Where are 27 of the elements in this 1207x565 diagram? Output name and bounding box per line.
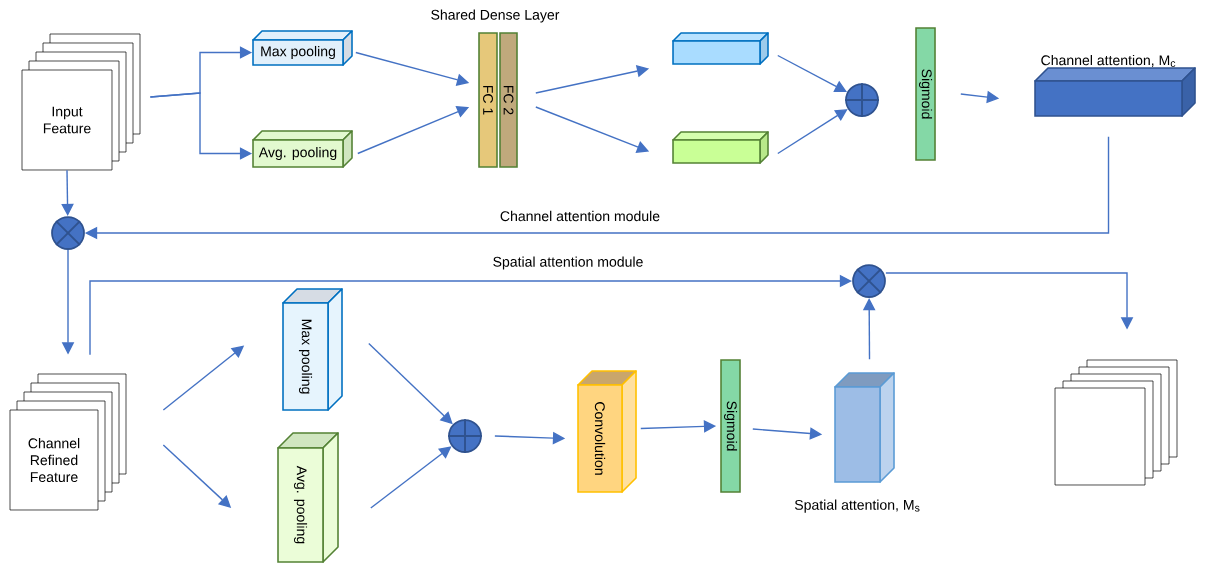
layer-bar: Sigmoid xyxy=(720,359,741,493)
cuboid-block xyxy=(672,32,769,65)
layer-bar: FC 2 xyxy=(499,32,518,168)
addition-symbol xyxy=(844,82,880,118)
node-label: Spatial attention, M$_{s}$ xyxy=(794,499,920,513)
arrow xyxy=(370,446,452,509)
cuboid-block: Avg. pooling xyxy=(252,130,353,168)
feature-map-stack: Input Feature xyxy=(21,33,141,171)
cuboid-block: Max pooling xyxy=(282,288,343,411)
layer-bar: Sigmoid xyxy=(915,27,936,161)
feature-map-stack: Channel Refined Feature xyxy=(9,373,127,511)
cuboid-block xyxy=(672,131,769,164)
cuboid-block: Max pooling xyxy=(252,30,353,66)
feature-map-stack xyxy=(1054,359,1178,486)
addition-symbol xyxy=(447,418,483,454)
edge-label: Channel attention module xyxy=(498,209,662,223)
cuboid-block: Spatial attention, M$_{s}$ xyxy=(794,372,920,513)
multiplication-symbol xyxy=(51,216,85,250)
cuboid-block: Avg. pooling xyxy=(277,432,339,563)
layer-bar: FC 1 xyxy=(478,32,498,168)
node-label: Channel attention, M$_{c}$ xyxy=(1041,54,1176,67)
cuboid-block: Channel attention, M$_{c}$ xyxy=(1034,54,1196,117)
multiplication-symbol xyxy=(852,264,886,298)
arrow xyxy=(777,109,848,155)
edge-label: Spatial attention module xyxy=(490,254,646,272)
cuboid-block: Convolution xyxy=(577,370,637,493)
layer-caption: Shared Dense Layer xyxy=(431,9,560,23)
